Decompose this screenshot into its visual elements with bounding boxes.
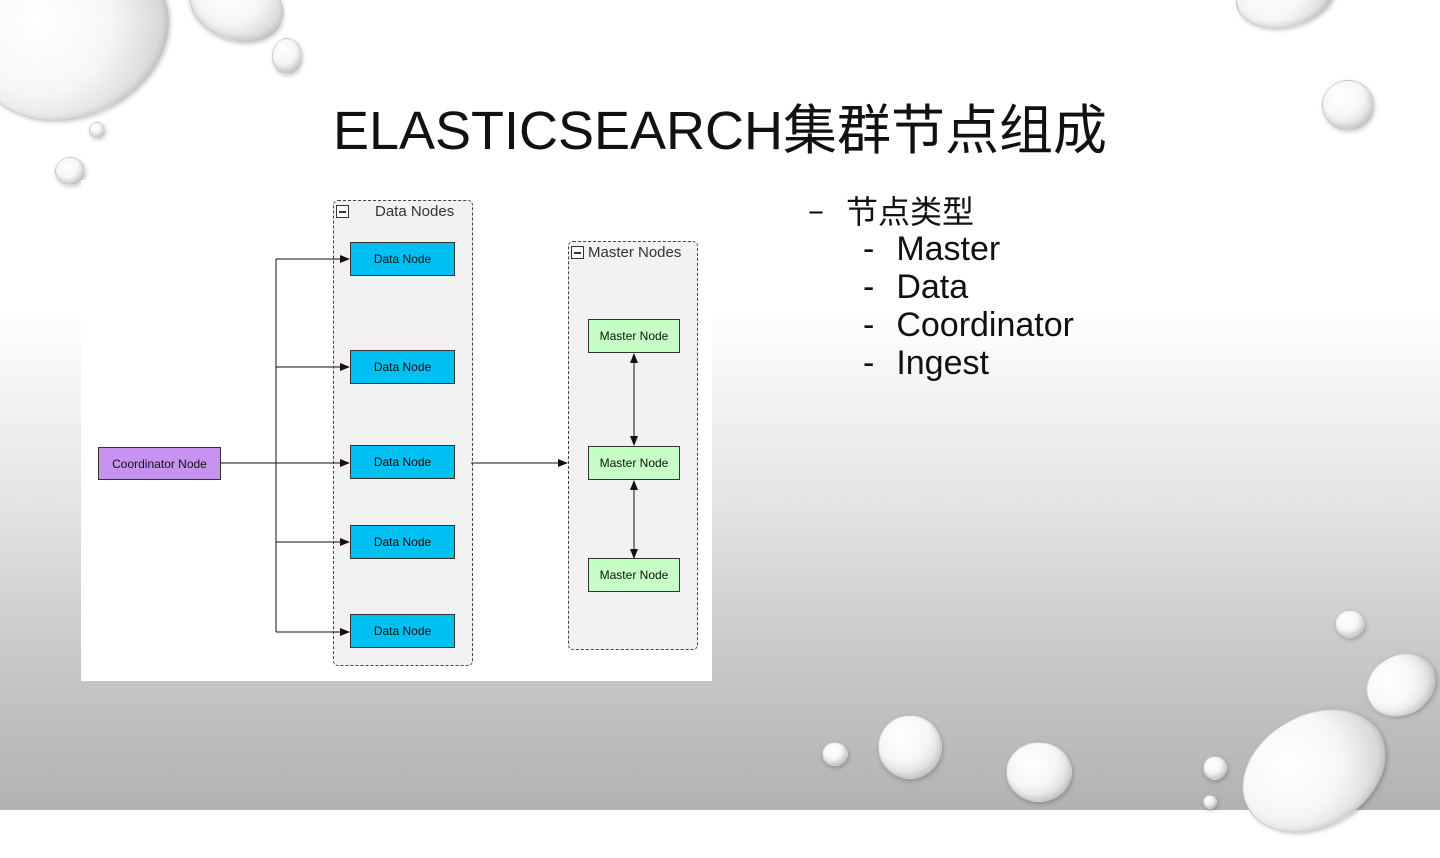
- data-node[interactable]: Data Node: [350, 614, 455, 648]
- list-item-marker: -: [863, 229, 875, 268]
- decor-drop: [55, 157, 85, 185]
- master-node[interactable]: Master Node: [588, 558, 680, 592]
- decor-drop: [1322, 80, 1374, 130]
- slide-title: ELASTICSEARCH集群节点组成: [332, 101, 1108, 162]
- decor-drop: [272, 38, 302, 74]
- list-heading-marker: –: [808, 191, 824, 229]
- list-item-text: Ingest: [896, 343, 989, 382]
- data-node[interactable]: Data Node: [350, 242, 455, 276]
- list-item-text: Data: [896, 267, 969, 306]
- connector-lines: [221, 255, 638, 636]
- list-item: - Coordinator: [808, 306, 1074, 344]
- decor-drop: [822, 742, 848, 766]
- list-item: - Master: [808, 230, 1074, 268]
- decor-drop: [1335, 610, 1365, 638]
- decor-drop: [1203, 795, 1217, 809]
- collapse-icon[interactable]: [571, 246, 584, 259]
- list-item-text: Master: [896, 229, 1001, 268]
- collapse-icon[interactable]: [336, 205, 349, 218]
- list-item-text: Coordinator: [896, 305, 1074, 344]
- list-item-marker: -: [863, 305, 875, 344]
- decor-drop: [1228, 0, 1344, 40]
- decor-drop: [89, 122, 105, 138]
- data-nodes-group-header: Data Nodes: [336, 203, 454, 220]
- decor-drop: [1354, 641, 1440, 729]
- decor-drop: [878, 715, 942, 779]
- cluster-diagram: Data Nodes Master Nodes: [81, 180, 712, 681]
- list-item-marker: -: [863, 267, 875, 306]
- data-nodes-group: Data Nodes: [333, 200, 473, 666]
- decor-drop: [1203, 756, 1227, 780]
- list-item: - Ingest: [808, 344, 1074, 382]
- list-heading: – 节点类型: [808, 190, 1074, 231]
- list-item-marker: -: [863, 343, 875, 382]
- decor-drop: [1006, 742, 1072, 802]
- list-item: - Data: [808, 268, 1074, 306]
- master-nodes-group-label: Master Nodes: [588, 244, 682, 261]
- master-nodes-group-header: Master Nodes: [571, 244, 681, 261]
- data-node[interactable]: Data Node: [350, 525, 455, 559]
- node-types-list: – 节点类型 - Master - Data - Coordinator - I…: [808, 190, 1074, 382]
- data-node[interactable]: Data Node: [350, 445, 455, 479]
- list-heading-text: 节点类型: [846, 193, 975, 231]
- master-node[interactable]: Master Node: [588, 446, 680, 480]
- data-nodes-group-label: Data Nodes: [375, 203, 455, 220]
- coordinator-node[interactable]: Coordinator Node: [98, 447, 221, 480]
- master-node[interactable]: Master Node: [588, 319, 680, 353]
- data-node[interactable]: Data Node: [350, 350, 455, 384]
